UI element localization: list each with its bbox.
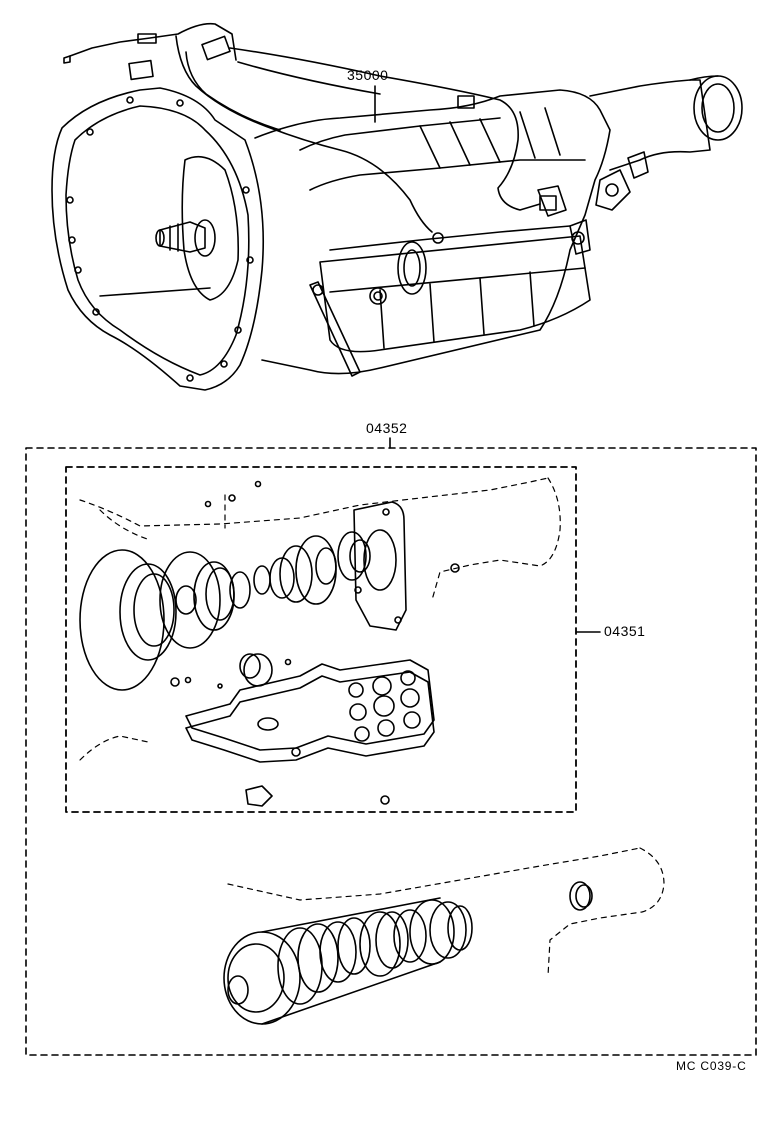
flange-bolt-holes [66, 96, 254, 382]
piston-seal-set [223, 881, 593, 1025]
ghost-case-outline [79, 477, 561, 761]
ghost-lower-case [227, 847, 665, 977]
gasket-kit-parts [79, 480, 460, 807]
callout-04352: 04352 [366, 420, 408, 436]
overhaul-kit-boundary [25, 447, 757, 1056]
callout-04351: 04351 [604, 623, 646, 639]
drawing-reference: MC C039-C [676, 1059, 747, 1073]
callout-35000: 35000 [347, 67, 389, 83]
gasket-kit-boundary [65, 466, 577, 813]
transmission-assembly-illustration [51, 22, 743, 391]
